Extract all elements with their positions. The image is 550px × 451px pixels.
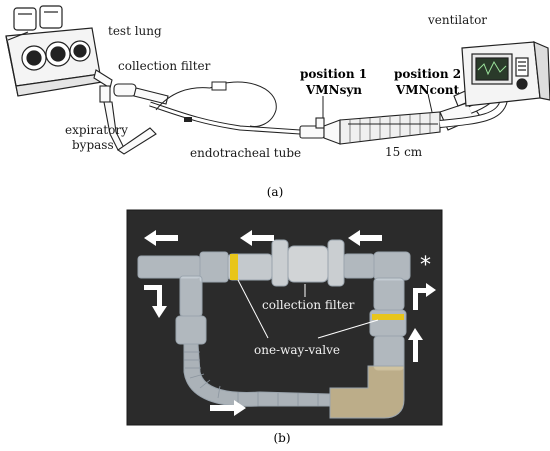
top-tube-assembly [137, 239, 411, 287]
label-endotracheal-tube: endotracheal tube [190, 146, 301, 160]
label-position-2: position 2 [394, 67, 461, 81]
panel-b: collection filter one-way-valve * (b) [126, 209, 443, 445]
label-distance: 15 cm [385, 145, 423, 159]
position-markers [322, 93, 433, 118]
label-one-way-valve: one-way-valve [254, 343, 340, 357]
label-test-lung: test lung [108, 24, 162, 38]
valve-band-right [372, 314, 404, 320]
right-column [329, 277, 407, 419]
valve-band-top [230, 254, 238, 280]
pointer-lines [237, 279, 379, 339]
label-expiratory: expiratory [65, 123, 128, 137]
bypass-tubing [93, 69, 169, 155]
label-position-1: position 1 [300, 67, 367, 81]
arrow-left-top-3 [348, 230, 382, 246]
flow-arrows [144, 230, 436, 416]
circuit-ribs [349, 113, 431, 142]
arrow-down-left [144, 285, 167, 318]
label-vmnsyn: VMNsyn [305, 83, 362, 97]
label-collection-filter-a: collection filter [118, 59, 211, 73]
test-lung-device [5, 5, 103, 97]
label-vmncont: VMNcont [395, 83, 460, 97]
arrow-up-right [408, 328, 423, 362]
arrow-left-top-2 [240, 230, 274, 246]
arrow-right-bottom [210, 400, 246, 416]
arrow-left-top-1 [144, 230, 178, 246]
caption-b: (b) [273, 431, 290, 445]
label-asterisk: * [420, 253, 431, 278]
panel-a: test lung collection filter expiratory b… [5, 5, 550, 199]
label-ventilator: ventilator [427, 13, 487, 27]
ventilator-device [461, 41, 550, 107]
endotracheal-tube [149, 81, 301, 135]
label-bypass: bypass [72, 138, 114, 152]
label-collection-filter-b: collection filter [262, 298, 355, 312]
caption-a: (a) [267, 185, 284, 199]
hose-ribs [184, 351, 319, 406]
arrow-turn-right [413, 283, 436, 310]
